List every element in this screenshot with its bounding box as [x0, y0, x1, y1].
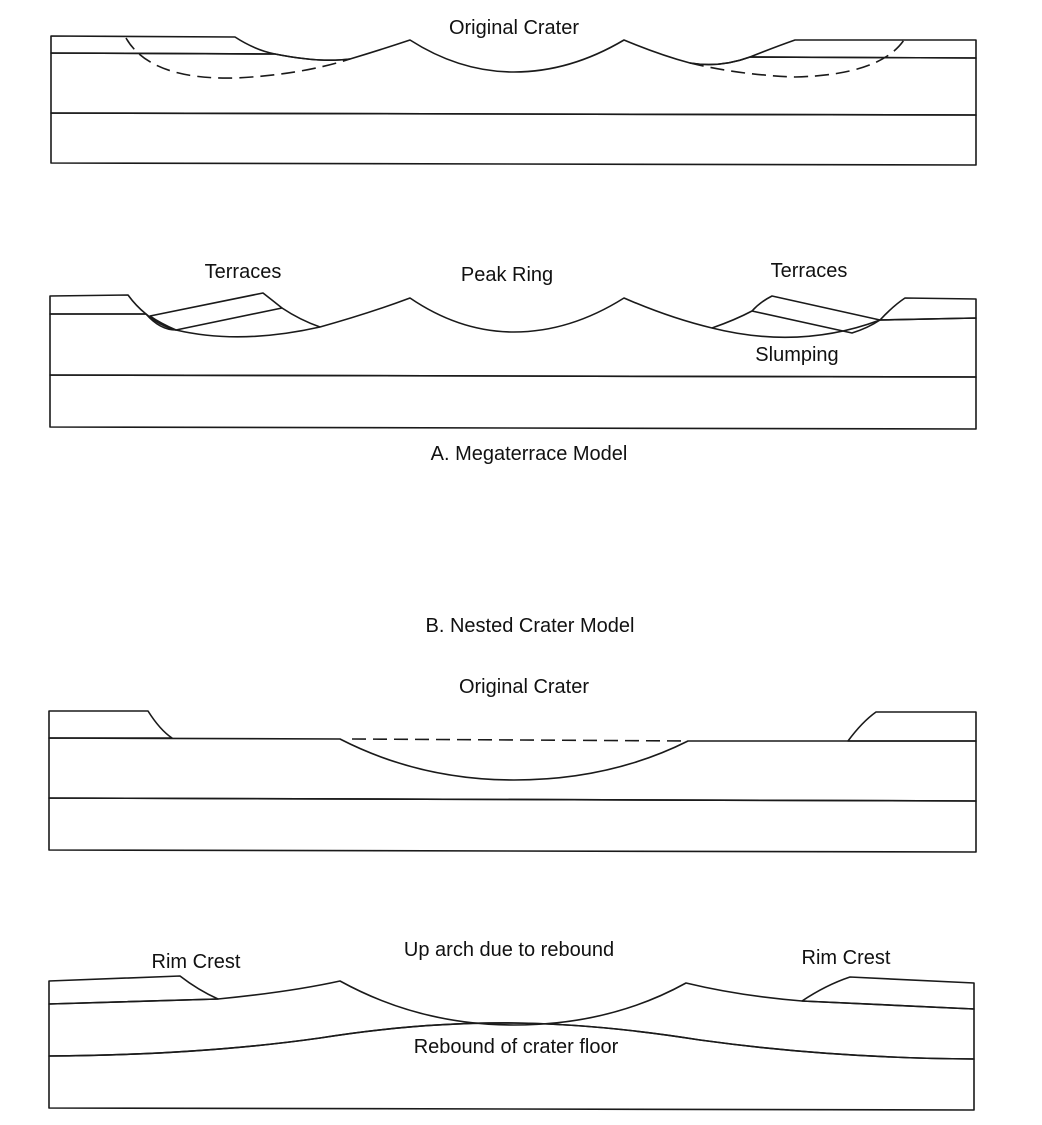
p2-terrace-block-left	[149, 292, 283, 331]
p4-label-up-arch: Up arch due to rebound	[404, 939, 614, 961]
p1-top-layer-left	[50, 35, 276, 55]
p2-terrace-block-right	[751, 295, 881, 334]
p2-terrace-slope-left	[281, 307, 321, 328]
p1-top-layer-right	[749, 39, 977, 59]
p4-label-rebound: Rebound of crater floor	[414, 1036, 619, 1058]
p2-middle-layer	[49, 297, 977, 378]
caption-model-a: A. Megaterrace Model	[431, 443, 628, 465]
p3-middle-layer	[48, 737, 977, 802]
p2-top-layer-left	[49, 294, 147, 315]
p2-top-layer-right	[879, 297, 977, 321]
p2-label-terraces-left: Terraces	[205, 261, 282, 283]
p1-inner-floor-right	[689, 56, 751, 66]
p2-bottom-layer	[49, 374, 977, 430]
p2-label-terraces-right: Terraces	[771, 260, 848, 282]
p4-top-layer-left	[48, 975, 219, 1005]
p1-dashed-crater-left	[125, 37, 351, 79]
p3-bottom-layer	[48, 797, 977, 853]
p1-bottom-layer	[50, 112, 977, 166]
p2-label-peak-ring: Peak Ring	[461, 264, 553, 286]
p2-terrace-slope-right	[711, 310, 753, 329]
panel-2-megaterrace: Terraces Peak Ring Terraces Slumping	[49, 260, 977, 430]
p3-top-layer-right	[847, 711, 977, 742]
p3-top-layer-left	[48, 710, 173, 739]
p1-middle-layer	[50, 39, 977, 116]
p2-terrace-base-left	[145, 313, 177, 331]
p1-inner-floor-left	[274, 53, 351, 62]
caption-model-b: B. Nested Crater Model	[426, 615, 635, 637]
p4-middle-layer	[48, 980, 975, 1060]
panel-4-rebound: Rim Crest Up arch due to rebound Rim Cre…	[48, 939, 975, 1111]
p3-dashed-rim-line	[351, 738, 689, 742]
p3-title: Original Crater	[459, 676, 589, 698]
p1-dashed-crater-right	[689, 39, 905, 78]
panel-1-original-crater: Original Crater	[50, 17, 977, 166]
p4-top-layer-right	[801, 976, 975, 1010]
p1-title: Original Crater	[449, 17, 579, 39]
p4-label-rim-crest-left: Rim Crest	[152, 951, 241, 973]
p2-label-slumping: Slumping	[755, 344, 838, 366]
p4-label-rim-crest-right: Rim Crest	[802, 947, 891, 969]
panel-3-original-crater: Original Crater	[48, 676, 977, 853]
